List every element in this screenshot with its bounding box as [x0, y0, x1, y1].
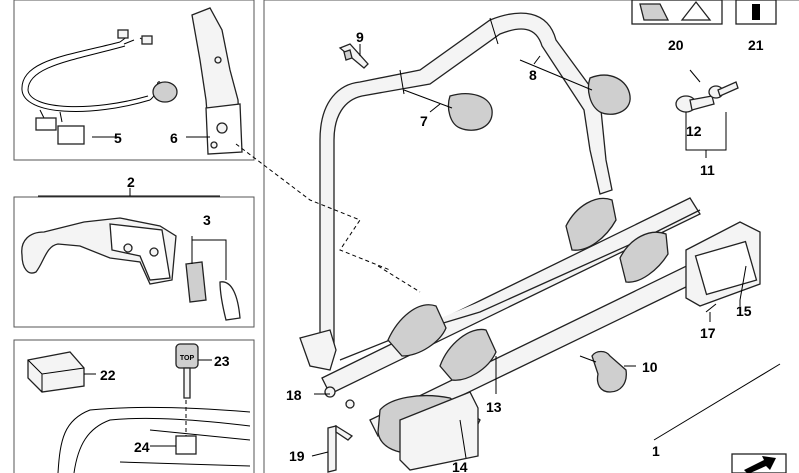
callout-17: 17: [700, 325, 716, 341]
callout-13: 13: [486, 399, 502, 415]
callout-20: 20: [668, 37, 684, 53]
callout-21: 21: [748, 37, 764, 53]
callout-18: 18: [286, 387, 302, 403]
holder-drawing: [21, 217, 177, 285]
callout-7: 7: [420, 113, 428, 129]
label-sticker: [175, 435, 197, 455]
vehicle-rear-drawing: [57, 400, 251, 473]
control-module-drawing: [27, 351, 85, 393]
key-tag-text: TOP: [180, 355, 195, 362]
callout-5: 5: [114, 130, 122, 146]
bike-carrier-drawing: [299, 12, 761, 471]
callout-10: 10: [642, 359, 658, 375]
callout-19: 19: [289, 448, 305, 464]
callout-9: 9: [356, 29, 364, 45]
main-frame-border: [263, 0, 799, 473]
callout-3: 3: [203, 212, 211, 228]
info-icon: [735, 0, 777, 25]
arrow-icon: [731, 453, 787, 473]
lock-cylinder-drawing: [675, 81, 739, 113]
callout-2: 2: [127, 174, 135, 190]
callout-14: 14: [452, 459, 468, 473]
allen-key-drawing: [327, 424, 354, 473]
callout-8: 8: [529, 67, 537, 83]
detail-box-key: [13, 339, 255, 473]
callout-24: 24: [134, 439, 150, 455]
leader-lines: [38, 44, 781, 459]
callout-22: 22: [100, 367, 116, 383]
rubber-pads-drawing: [185, 261, 241, 321]
warning-icon: [631, 0, 723, 25]
mounting-bracket-drawing: [191, 7, 243, 155]
callout-23: 23: [214, 353, 230, 369]
callout-15: 15: [736, 303, 752, 319]
callout-11: 11: [700, 162, 715, 178]
callout-12: 12: [686, 123, 702, 139]
key-drawing: TOP: [175, 343, 199, 399]
bolt-drawing: [338, 43, 369, 69]
detail-box-holder: [13, 196, 255, 328]
strap-drawing: [579, 350, 627, 393]
callout-6: 6: [170, 130, 178, 146]
wiring-harness-drawing: [21, 29, 178, 145]
callout-1: 1: [652, 443, 660, 459]
detail-box-wiring: [13, 0, 255, 161]
